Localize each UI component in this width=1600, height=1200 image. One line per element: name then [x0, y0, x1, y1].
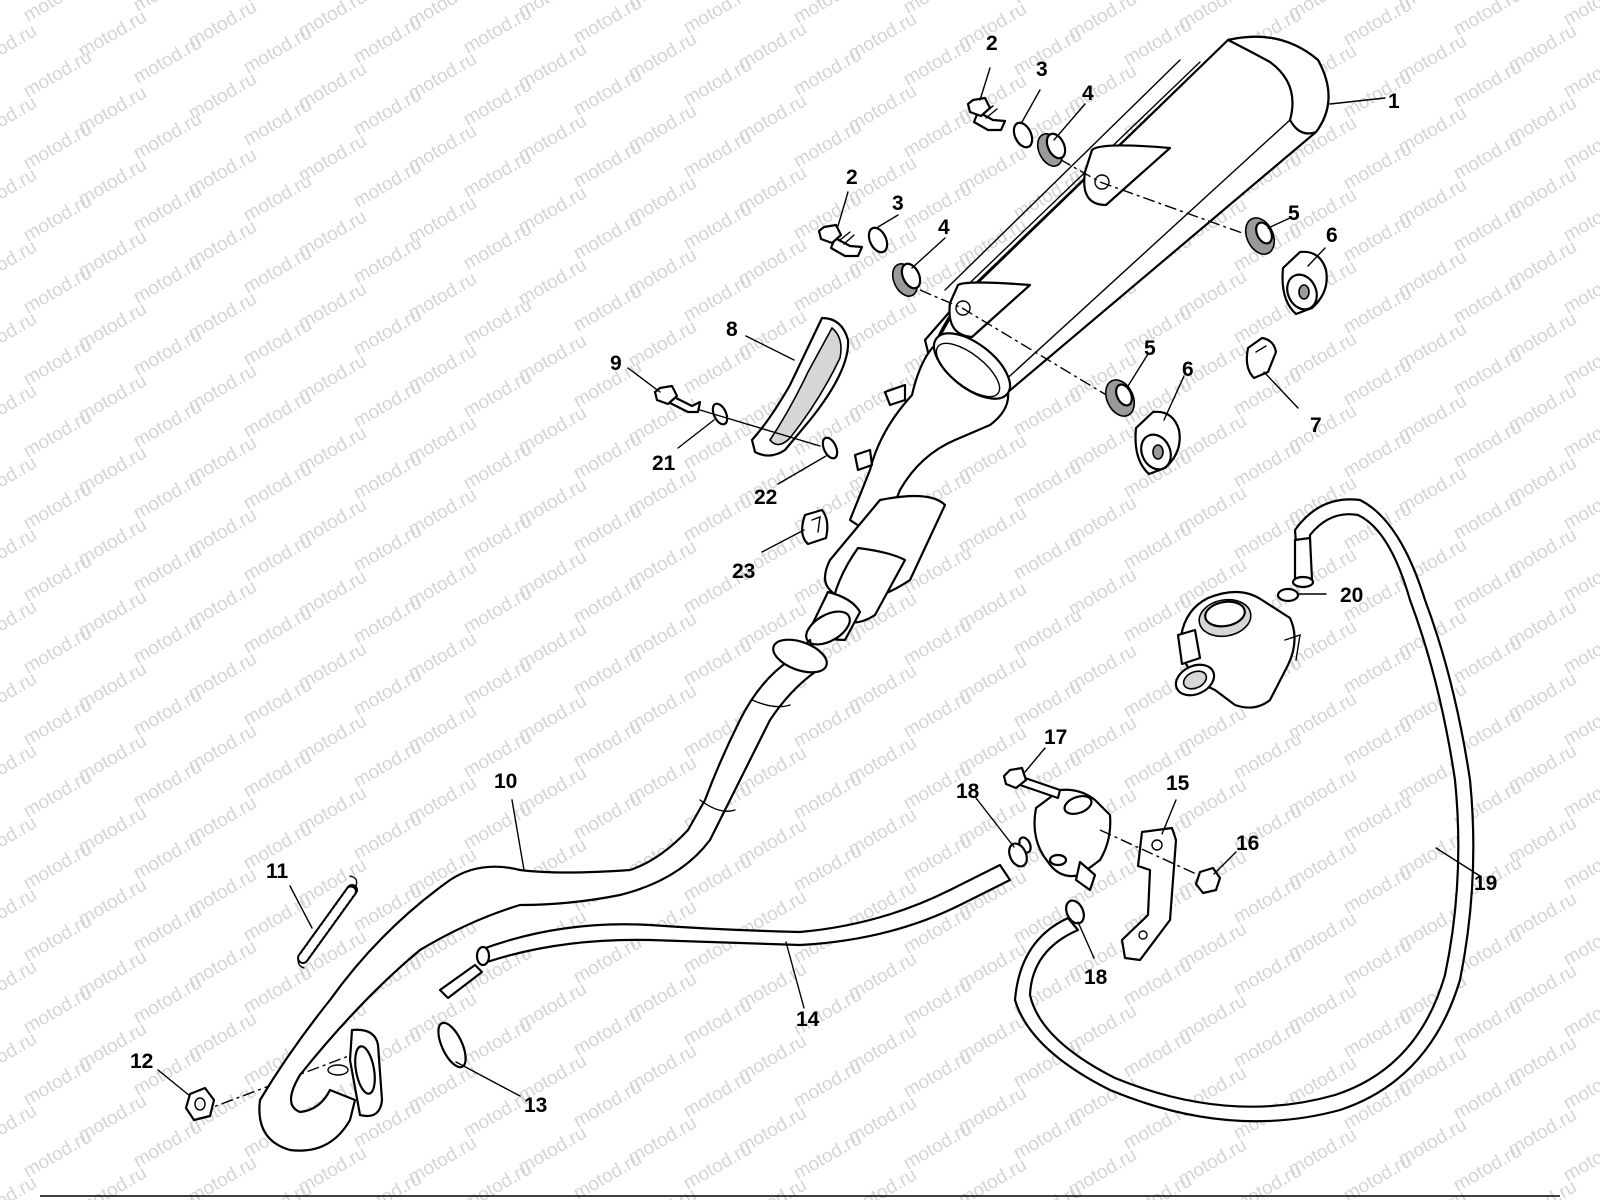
callout-22: 22	[754, 486, 777, 509]
washer-upper	[1012, 121, 1034, 149]
reed-valve-housing	[1174, 590, 1301, 709]
callout-10: 10	[494, 770, 517, 793]
heat-shield	[750, 316, 850, 457]
callout-21: 21	[652, 452, 676, 475]
callout-4: 4	[1082, 82, 1094, 105]
nut-cap-upper	[1281, 250, 1328, 316]
callout-17: 17	[1044, 726, 1067, 749]
bolt-upper	[966, 96, 1007, 132]
callout-3: 3	[892, 192, 904, 215]
callout-5: 5	[1288, 202, 1300, 225]
washer-21	[711, 402, 729, 426]
leader-lines	[157, 67, 1481, 1097]
vacuum-hose	[1013, 498, 1475, 1123]
air-valve	[1018, 788, 1112, 892]
muffler	[805, 35, 1330, 646]
callout-5: 5	[1144, 337, 1156, 360]
callouts: 1 2 3 4 2 3 4 5 6 5 6 7 8 9 21 22 23 10 …	[130, 32, 1497, 1117]
air-hose	[475, 863, 1012, 967]
spring	[297, 875, 358, 969]
callout-3: 3	[1036, 58, 1048, 81]
callout-19: 19	[1474, 872, 1497, 895]
callout-9: 9	[610, 352, 622, 375]
washer-lower	[867, 226, 889, 254]
callout-12: 12	[130, 1050, 153, 1073]
callout-4: 4	[938, 216, 950, 239]
callout-18: 18	[956, 780, 980, 803]
callout-2: 2	[846, 166, 858, 189]
head-pipe	[258, 638, 828, 1152]
gasket	[437, 1021, 467, 1069]
clip	[1245, 336, 1278, 380]
spacer-lower	[1104, 379, 1136, 417]
callout-8: 8	[726, 318, 738, 341]
callout-7: 7	[1310, 414, 1322, 437]
callout-16: 16	[1236, 832, 1259, 855]
callout-6: 6	[1182, 358, 1194, 381]
callout-23: 23	[732, 560, 755, 583]
clip-20	[1276, 587, 1300, 603]
mount-axis-lines	[199, 147, 1246, 1113]
bracket-15	[1120, 826, 1178, 962]
callout-14: 14	[796, 1008, 820, 1031]
nut-cap-lower	[1134, 410, 1181, 476]
nut-12	[184, 1086, 216, 1122]
clip-23	[801, 508, 829, 546]
clamp-18-lower	[1065, 899, 1085, 925]
grommet-lower	[891, 262, 922, 297]
bolt-17	[1002, 766, 1062, 800]
clamp-18-upper	[1008, 842, 1028, 868]
callout-13: 13	[524, 1094, 547, 1117]
callout-15: 15	[1166, 772, 1190, 795]
grommet-upper	[1036, 132, 1067, 167]
screw-9	[653, 384, 702, 414]
bolt-lower	[817, 223, 864, 258]
callout-20: 20	[1340, 584, 1363, 607]
callout-11: 11	[266, 860, 289, 883]
callout-2: 2	[986, 32, 998, 55]
callout-6: 6	[1326, 224, 1338, 247]
callout-1: 1	[1388, 90, 1400, 113]
spacer-upper	[1244, 217, 1276, 255]
washer-22	[821, 436, 839, 460]
callout-18: 18	[1084, 966, 1108, 989]
